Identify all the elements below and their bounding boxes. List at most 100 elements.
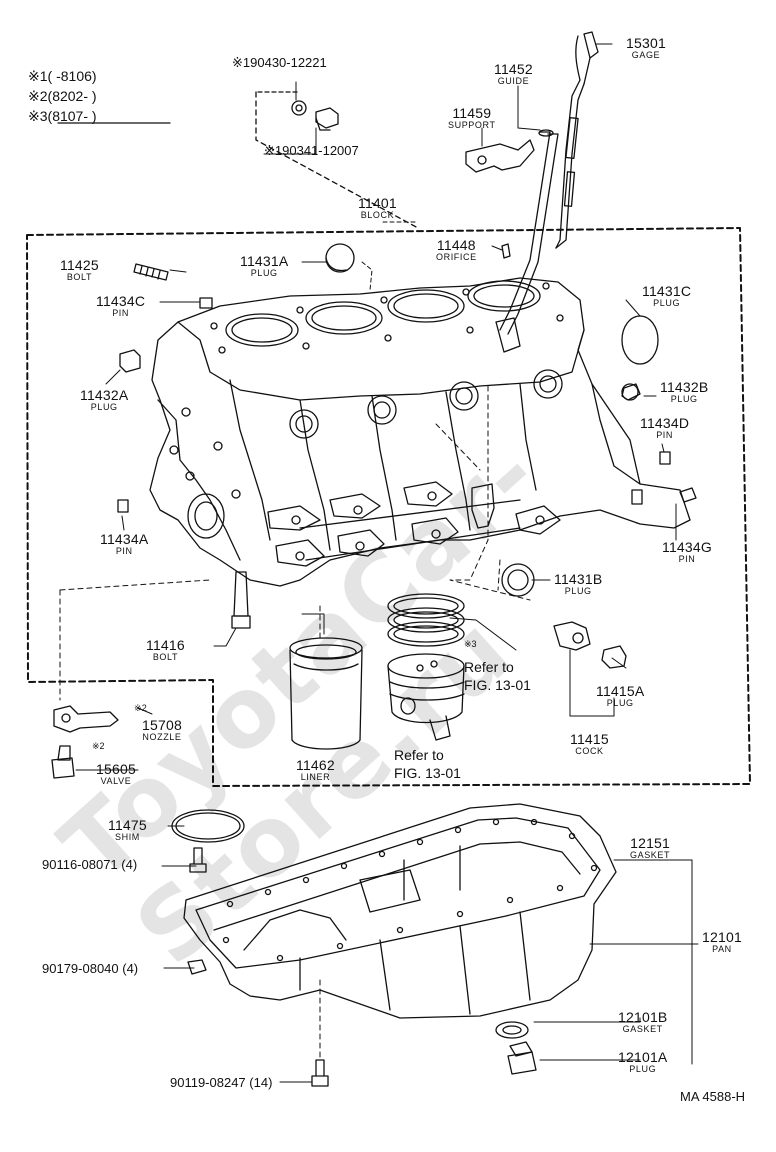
ring-refer-line1: Refer to (464, 659, 514, 675)
label-11425[interactable]: 11425 BOLT (60, 258, 99, 282)
ring-refer-line2[interactable]: FIG. 13-01 (464, 677, 531, 693)
part-number: 11415A (596, 683, 645, 699)
label-15708-main[interactable]: 15708 NOZZLE (142, 718, 182, 742)
label-12101[interactable]: 12101 PAN (702, 930, 742, 954)
part-name: PLUG (606, 698, 634, 708)
part-name: PLUG (629, 1064, 657, 1074)
part-name: PLUG (653, 298, 681, 308)
part-name: COCK (575, 746, 604, 756)
label-15301[interactable]: 15301 GAGE (626, 36, 666, 60)
support-bracket (465, 139, 535, 173)
part-name: PIN (115, 546, 133, 556)
drain-plug (507, 1041, 537, 1075)
part-name: BOLT (152, 652, 179, 662)
part-number: 11434A (100, 531, 149, 547)
part-number: 11416 (146, 637, 185, 653)
label-11434A[interactable]: 11434A PIN (100, 532, 148, 556)
part-number: 11415 (570, 731, 609, 747)
pan-bolt-90179 (187, 959, 207, 975)
part-number: 11431C (642, 283, 692, 299)
part-name: SHIM (115, 832, 140, 842)
label-15605-mark: ※2 (92, 742, 105, 758)
leader-lines (59, 43, 699, 1083)
oil-pan (183, 803, 617, 1019)
gage-dipstick (555, 31, 599, 249)
part-name: NOZZLE (142, 732, 182, 742)
part-number: 11462 (296, 757, 335, 773)
pan-bolt-90116 (189, 847, 207, 873)
label-11459[interactable]: 11459 SUPPORT (448, 106, 496, 130)
part-number: 11432B (660, 379, 709, 395)
part-number: 12101A (618, 1049, 668, 1065)
label-11431C[interactable]: 11431C PLUG (642, 284, 691, 308)
legend-mark-2: ※2 (28, 88, 48, 104)
part-number: 11432A (80, 387, 129, 403)
note-mark: ※2 (92, 741, 105, 751)
part-number: 11434G (662, 539, 712, 555)
part-number: 12101 (702, 929, 742, 945)
legend-row-2: ※2(8202- ) (28, 88, 97, 105)
label-11415[interactable]: 11415 COCK (570, 732, 609, 756)
label-90116-08071[interactable]: 90116-08071 (4) (42, 857, 138, 872)
part-number: 15605 (96, 761, 136, 777)
part-number: 11475 (108, 817, 147, 833)
part-name: PAN (712, 944, 732, 954)
label-11452[interactable]: 11452 GUIDE (494, 62, 533, 86)
part-number: 11434D (640, 415, 690, 431)
part-name: SUPPORT (448, 120, 496, 130)
label-11462[interactable]: 11462 LINER (296, 758, 335, 782)
legend-range-2: (8202- ) (47, 88, 97, 104)
label-11401[interactable]: 11401 BLOCK (358, 196, 397, 220)
label-11416[interactable]: 11416 BOLT (146, 638, 185, 662)
legend-mark-3: ※3 (28, 108, 48, 124)
label-11434G[interactable]: 11434G PIN (662, 540, 712, 564)
part-name: ORIFICE (436, 252, 477, 262)
part-number: 11425 (60, 257, 99, 273)
part-number: 11434C (96, 293, 146, 309)
block-small-parts (117, 243, 697, 669)
part-number: 12151 (630, 835, 671, 851)
label-11432B[interactable]: 11432B PLUG (660, 380, 708, 404)
part-name: PIN (678, 554, 696, 564)
part-number: 11459 (452, 105, 492, 121)
cylinder-block (149, 277, 691, 587)
label-15605[interactable]: 15605 VALVE (96, 762, 136, 786)
part-number: 11431B (554, 571, 603, 587)
label-190341-12007[interactable]: ※190341-12007 (264, 143, 359, 158)
label-12101B[interactable]: 12101B GASKET (618, 1010, 667, 1034)
part-name: PLUG (670, 394, 698, 404)
label-90119-08247[interactable]: 90119-08247 (14) (170, 1075, 273, 1090)
part-number: 15708 (142, 717, 182, 733)
label-190430-12221[interactable]: ※190430-12221 (232, 55, 327, 70)
part-name: GASKET (622, 1024, 663, 1034)
guide-tube (495, 129, 559, 353)
part-number: 11401 (358, 195, 397, 211)
label-11431B[interactable]: 11431B PLUG (554, 572, 602, 596)
part-name: PLUG (90, 402, 118, 412)
nozzle-valve (51, 705, 119, 779)
pan-bolt-90119 (311, 1059, 329, 1087)
label-12101A[interactable]: 12101A PLUG (618, 1050, 667, 1074)
part-name: PIN (112, 308, 129, 318)
part-number: 15301 (626, 35, 666, 51)
label-11415A[interactable]: 11415A PLUG (596, 684, 644, 708)
shim (171, 809, 245, 843)
label-15708[interactable]: ※2 (134, 704, 147, 718)
label-11432A[interactable]: 11432A PLUG (80, 388, 128, 412)
label-11434D[interactable]: 11434D PIN (640, 416, 689, 440)
part-name: PLUG (564, 586, 592, 596)
label-11475[interactable]: 11475 SHIM (108, 818, 147, 842)
piston-rings (387, 593, 465, 647)
label-90179-08040[interactable]: 90179-08040 (4) (42, 961, 139, 976)
part-name: GUIDE (497, 76, 530, 86)
piston-refer-line2[interactable]: FIG. 13-01 (394, 765, 461, 781)
label-12151[interactable]: 12151 GASKET (630, 836, 670, 860)
part-name: PIN (656, 430, 673, 440)
label-11448[interactable]: 11448 ORIFICE (436, 238, 477, 262)
label-11434C[interactable]: 11434C PIN (96, 294, 145, 318)
part-name: LINER (300, 772, 331, 782)
label-11431A[interactable]: 11431A PLUG (240, 254, 288, 278)
piston (387, 653, 465, 741)
